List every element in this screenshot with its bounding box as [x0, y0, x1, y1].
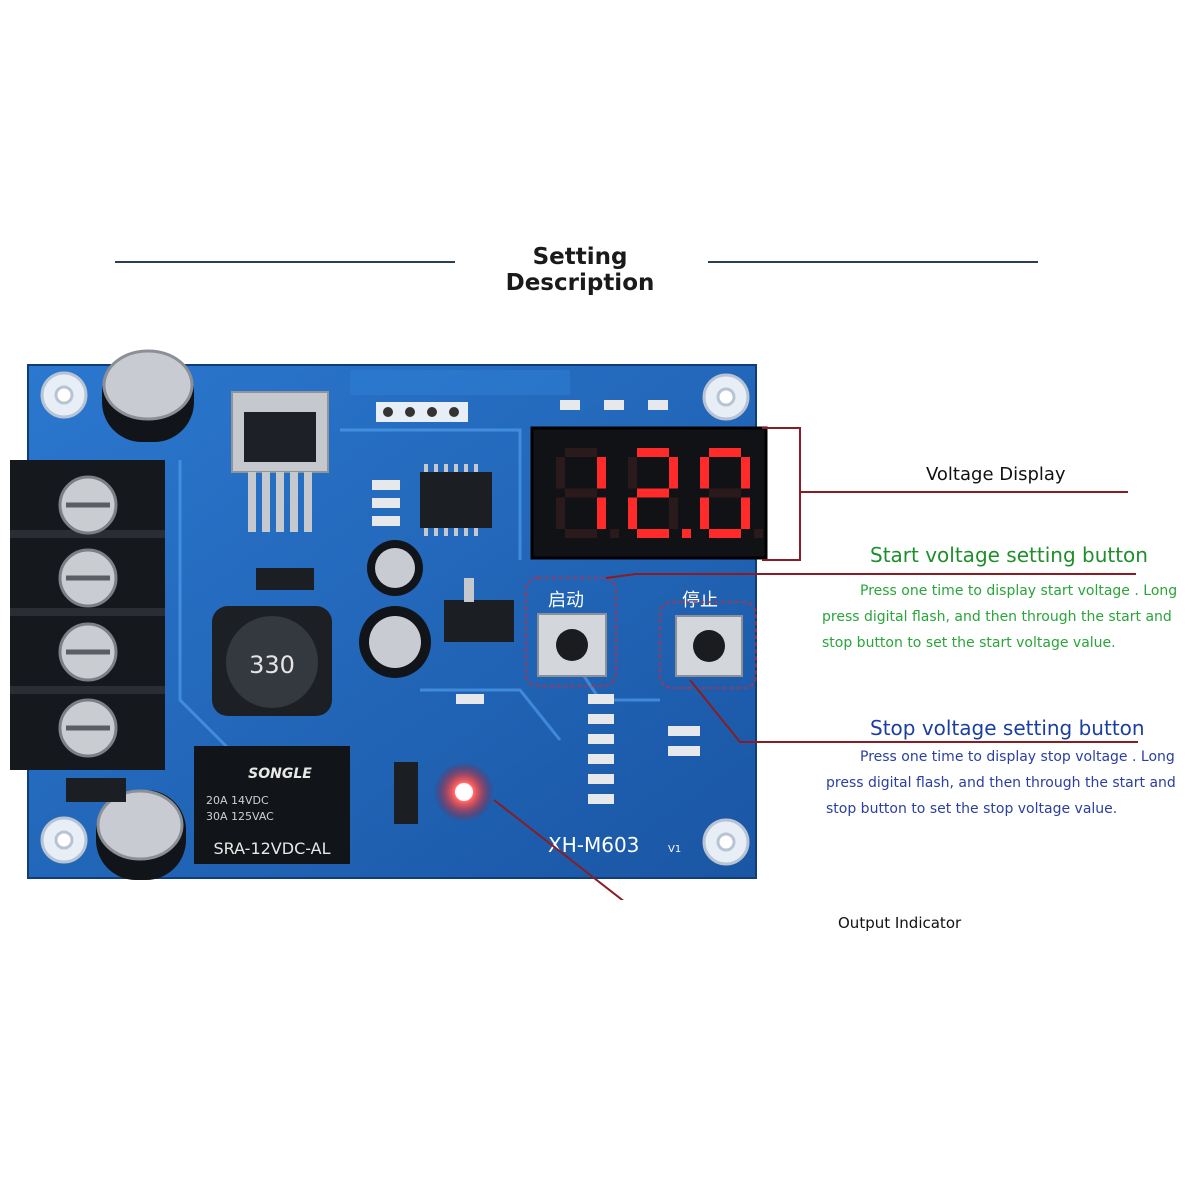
terminal-block [10, 460, 165, 770]
start-button-caption: Start voltage setting button [870, 543, 1148, 567]
stop-button-caption: Stop voltage setting button [870, 716, 1145, 740]
relay: SONGLE 20A 14VDC 30A 125VAC SRA-12VDC-AL [194, 746, 350, 864]
digit-1-segment-c [669, 497, 678, 529]
ic-chip [420, 464, 492, 536]
digit-0-segment-g [565, 488, 597, 498]
header: Setting Description [0, 240, 1200, 296]
inductor-label: 330 [249, 651, 295, 679]
start-desc-line-3: stop button to set the start voltage val… [822, 635, 1116, 651]
start-button[interactable] [537, 613, 607, 677]
transistor [444, 600, 514, 642]
diode-d2 [256, 568, 314, 590]
digit-1-segment-f [628, 457, 637, 489]
start-desc-line-1: Press one time to display start voltage … [860, 583, 1178, 599]
voltage-display [530, 426, 768, 560]
stop-button[interactable] [675, 615, 743, 677]
pin-header [376, 402, 468, 422]
digit-0-segment-e [556, 497, 565, 529]
digit-0-segment-a [565, 448, 597, 457]
digit-2-segment-g [709, 488, 741, 498]
digit-2-segment-e [700, 497, 709, 529]
title-rule-right [708, 261, 1038, 263]
stop-button-description: Press one time to display stop voltage .… [826, 744, 1198, 822]
board-version: V1 [668, 844, 681, 855]
diode-d3 [394, 762, 418, 824]
digit-2-segment-b [741, 457, 750, 489]
digit-0-segment-f [556, 457, 565, 489]
digit-1-segment-a [637, 448, 669, 457]
pcb-board-illustration: 330 启动 停止 [10, 349, 1138, 900]
title-rule-left [115, 261, 455, 263]
digit-0-decimal-point [610, 529, 619, 538]
digit-0-segment-b [597, 457, 606, 489]
digit-1-segment-b [669, 457, 678, 489]
page-title: Setting Description [505, 244, 655, 296]
digit-0-segment-c [597, 497, 606, 529]
relay-brand: SONGLE [248, 766, 312, 782]
voltage-display-caption: Voltage Display [926, 464, 1066, 485]
digit-2-segment-d [709, 529, 741, 538]
output-indicator-caption: Output Indicator [838, 914, 962, 932]
relay-rating-1: 20A 14VDC [206, 794, 269, 807]
voltage-regulator [231, 391, 329, 532]
digit-0-segment-d [565, 529, 597, 538]
start-desc-line-2: press digital flash, and then through th… [822, 609, 1172, 625]
relay-rating-2: 30A 125VAC [206, 810, 274, 823]
digit-2-decimal-point [754, 529, 763, 538]
capacitors [96, 349, 431, 880]
digit-1-decimal-point [682, 529, 691, 538]
digit-1-segment-d [637, 529, 669, 538]
digit-2-segment-a [709, 448, 741, 457]
mounting-holes [40, 371, 750, 866]
diode-d1 [66, 778, 126, 802]
stop-desc-line-2: press digital flash, and then through th… [826, 775, 1176, 791]
stop-desc-line-3: stop button to set the stop voltage valu… [826, 801, 1118, 817]
start-button-label: 启动 [548, 590, 584, 611]
digit-1-segment-g [637, 488, 669, 498]
digit-2-segment-c [741, 497, 750, 529]
inductor: 330 [212, 606, 332, 716]
digit-1-segment-e [628, 497, 637, 529]
stop-button-label: 停止 [682, 590, 718, 611]
stop-desc-line-1: Press one time to display stop voltage .… [860, 749, 1175, 765]
start-button-description: Press one time to display start voltage … [822, 578, 1197, 656]
digit-2-segment-f [700, 457, 709, 489]
leader-lines [493, 427, 1138, 900]
relay-model: SRA-12VDC-AL [213, 839, 330, 858]
output-indicator-led [434, 762, 494, 822]
